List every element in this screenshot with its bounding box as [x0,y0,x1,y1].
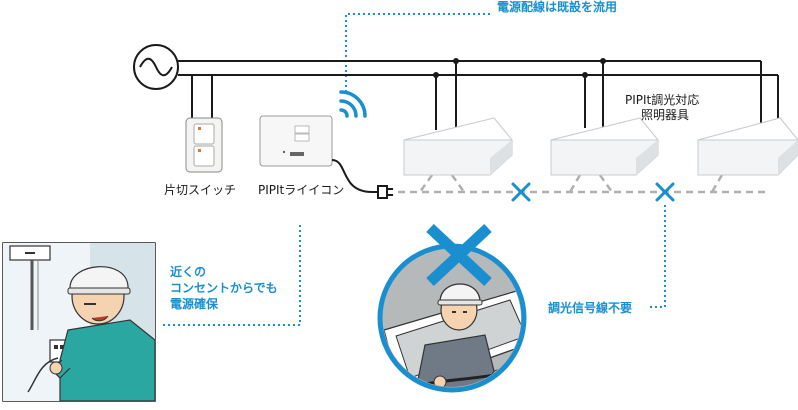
label-no-dimming-line: 調光信号線不要 [548,301,633,315]
label-existing-wiring: 電源配線は既設を流用 [497,0,618,14]
label-fixture-line2: 照明器具 [641,108,690,122]
plug-icon [377,185,393,199]
label-outlet-line1: 近くの [170,265,207,279]
label-switch: 片切スイッチ [164,183,237,197]
wireless-signal-icon [339,90,367,118]
light-fixture-2-icon [550,117,660,176]
label-fixture-line1: PIPIt調光対応 [625,93,700,107]
label-remote: PIPItライイコン [258,183,345,197]
power-cord [331,159,378,193]
prohibited-x-icon [426,223,492,287]
pipit-remote-icon [259,115,333,167]
annotation-dotted-lines [160,13,666,326]
light-fixture-3-icon [697,117,798,176]
ac-source-icon [133,44,179,90]
junction-dots [433,58,606,78]
light-fixture-1-icon [403,117,514,176]
cross-mark-icon [511,182,675,202]
signal-line-dashed [398,174,765,194]
label-outlet-line3: 電源確保 [170,297,219,311]
outlet-worker-illustration [2,242,156,402]
ceiling-work-illustration [377,243,527,393]
label-outlet-line2: コンセントからでも [170,281,278,295]
power-lines [178,60,779,130]
wall-switch-icon [185,117,223,173]
